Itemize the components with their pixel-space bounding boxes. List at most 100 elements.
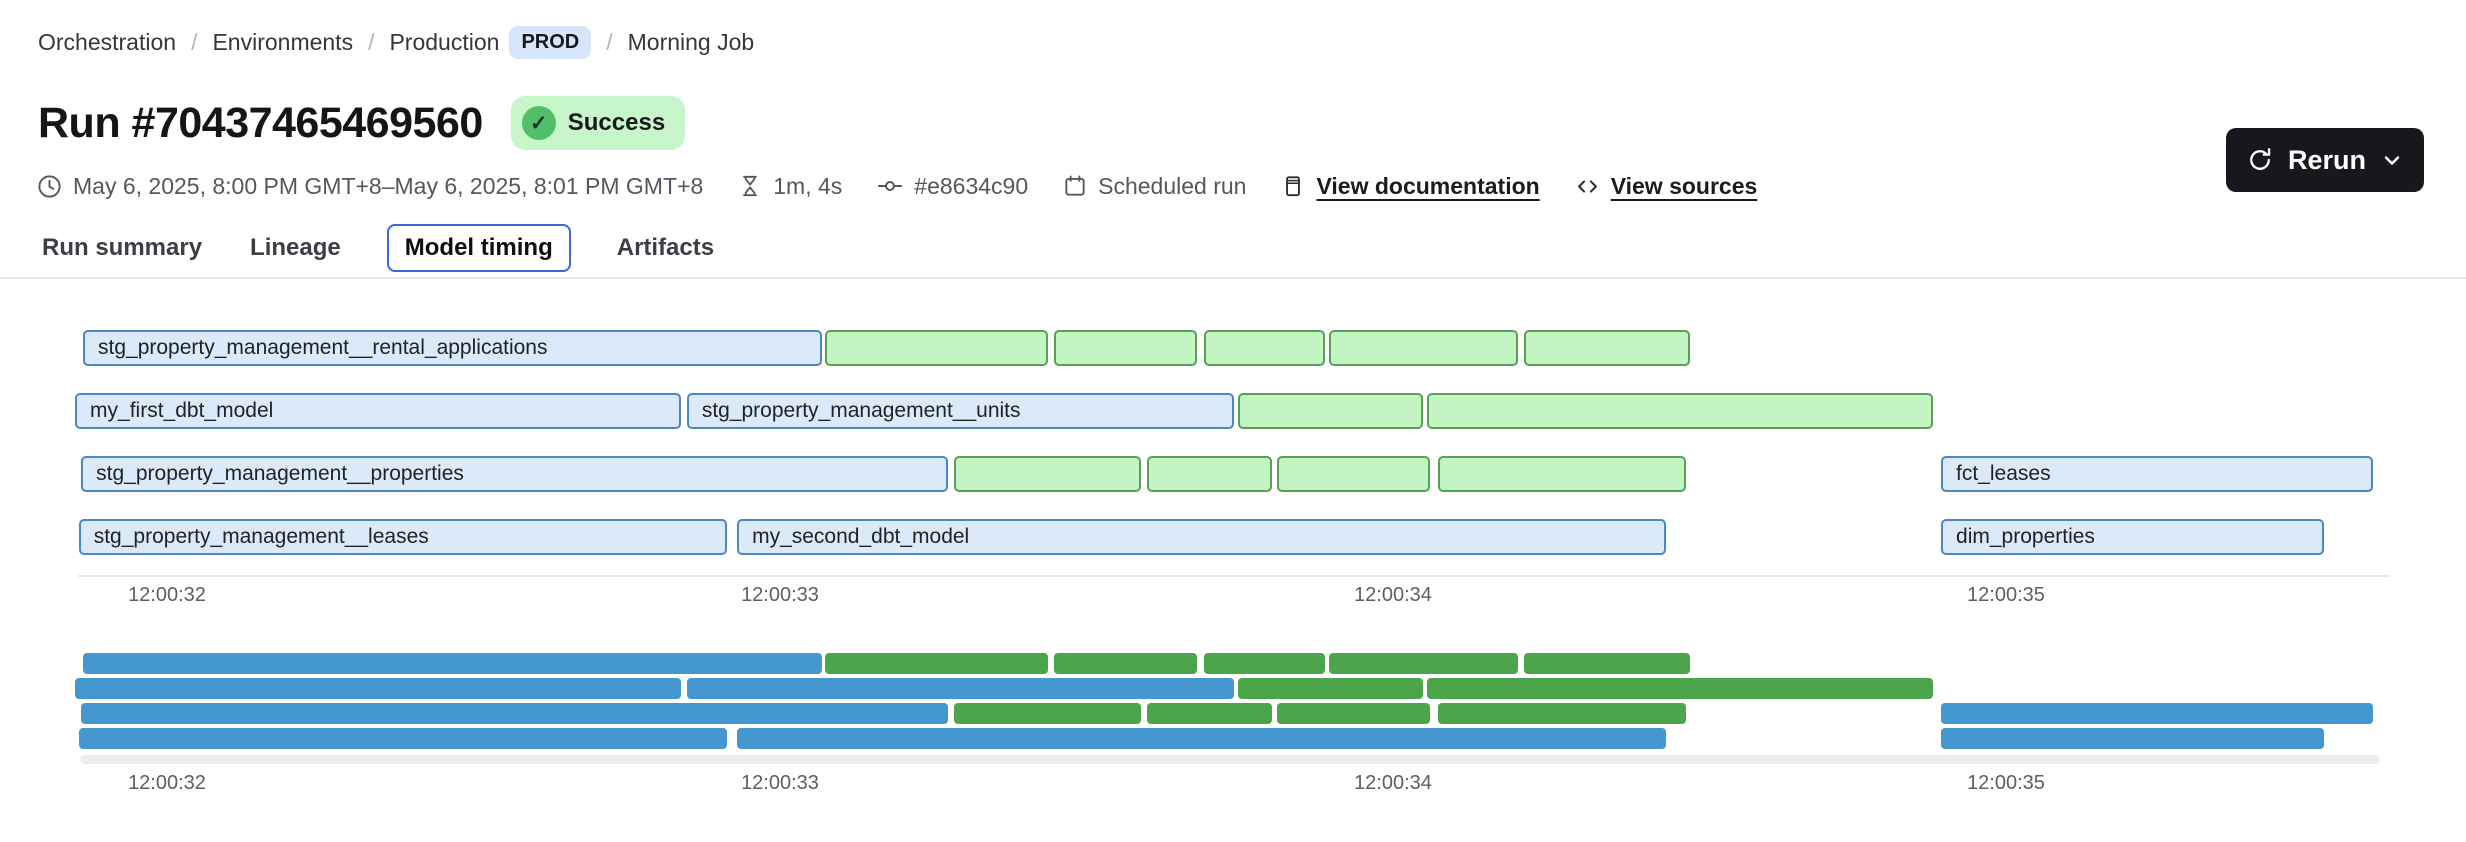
commit-icon (878, 181, 903, 191)
axis-tick-label: 12:00:34 (1354, 772, 1432, 794)
gantt-bar[interactable] (1524, 330, 1691, 366)
minimap-bar[interactable] (1437, 703, 1686, 724)
axis-tick-label: 12:00:35 (1967, 772, 2045, 794)
chevron-down-icon[interactable] (2380, 148, 2404, 172)
gantt-time-axis: 12:00:32 12:00:33 12:00:34 12:00:35 (0, 584, 2466, 610)
gantt-axis-line (78, 575, 2390, 577)
trigger-item: Scheduled run (1062, 173, 1246, 200)
code-icon (1577, 179, 1597, 193)
breadcrumb-orchestration[interactable]: Orchestration (38, 29, 177, 55)
sources-link-item[interactable]: View sources (1574, 172, 1758, 200)
tab-run-summary[interactable]: Run summary (42, 234, 203, 261)
documentation-link-item[interactable]: View documentation (1280, 172, 1540, 200)
time-range-text: May 6, 2025, 8:00 PM GMT+8–May 6, 2025, … (73, 172, 704, 199)
gantt-bar-fct_leases[interactable]: fct_leases (1941, 456, 2374, 492)
duration-text: 1m, 4s (773, 172, 843, 199)
axis-tick-label: 12:00:32 (128, 584, 206, 606)
minimap-bar-stg_property_management__leases[interactable] (78, 728, 728, 749)
view-documentation-link[interactable]: View documentation (1316, 172, 1540, 199)
gantt-bar-stg_property_management__properties[interactable]: stg_property_management__properties (81, 456, 948, 492)
rerun-button[interactable]: Rerun (2225, 128, 2424, 192)
status-badge: ✓ Success (510, 96, 686, 150)
axis-tick-label: 12:00:35 (1967, 584, 2045, 606)
minimap-bar[interactable] (1427, 678, 1934, 699)
breadcrumb-separator: / (191, 29, 198, 55)
gantt-bar[interactable] (1054, 330, 1197, 366)
calendar-icon (1065, 175, 1085, 196)
minimap-bar-my_first_dbt_model[interactable] (75, 678, 682, 699)
gantt-bar-label: my_second_dbt_model (752, 525, 970, 548)
commit-hash-text[interactable]: #e8634c90 (914, 172, 1029, 199)
clock-icon (38, 174, 61, 198)
minimap-bar[interactable] (954, 703, 1142, 724)
breadcrumb: Orchestration / Environments / Productio… (38, 26, 754, 59)
minimap-bar-stg_property_management__properties[interactable] (81, 703, 948, 724)
minimap-time-axis: 12:00:32 12:00:33 12:00:34 12:00:35 (0, 772, 2466, 798)
gantt-bar[interactable] (1204, 330, 1325, 366)
breadcrumb-environments[interactable]: Environments (212, 29, 354, 55)
breadcrumb-production[interactable]: Production (389, 29, 500, 55)
status-label: Success (567, 109, 666, 136)
minimap-bar[interactable] (1054, 653, 1197, 674)
axis-tick-label: 12:00:33 (741, 584, 819, 606)
minimap-bar[interactable] (1237, 678, 1424, 699)
minimap-bar[interactable] (824, 653, 1048, 674)
minimap-bar[interactable] (1524, 653, 1691, 674)
title-row: Run #70437465469560 ✓ Success (38, 96, 686, 150)
gantt-bar-stg_property_management__units[interactable]: stg_property_management__units (686, 393, 1235, 429)
commit-item: #e8634c90 (876, 172, 1028, 200)
axis-tick-label: 12:00:34 (1354, 584, 1432, 606)
rerun-label: Rerun (2287, 144, 2366, 175)
check-circle-icon: ✓ (521, 106, 556, 140)
page-title: Run #70437465469560 (38, 98, 483, 147)
gantt-bar-label: stg_property_management__properties (96, 462, 464, 485)
view-sources-link[interactable]: View sources (1610, 172, 1758, 199)
document-icon (1286, 176, 1301, 197)
gantt-bar-label: stg_property_management__units (701, 399, 1021, 422)
minimap-bar-stg_property_management__rental_applications[interactable] (83, 653, 822, 674)
gantt-bar[interactable] (1427, 393, 1934, 429)
gantt-bar[interactable] (824, 330, 1048, 366)
duration-item: 1m, 4s (737, 173, 842, 200)
gantt-bar[interactable] (1237, 393, 1424, 429)
minimap-bar-stg_property_management__units[interactable] (686, 678, 1235, 699)
gantt-minimap (0, 653, 2466, 753)
tab-bar: Run summary Lineage Model timing Artifac… (40, 224, 716, 272)
time-range-item: May 6, 2025, 8:00 PM GMT+8–May 6, 2025, … (36, 173, 703, 200)
minimap-bar-dim_properties[interactable] (1941, 728, 2325, 749)
gantt-bar[interactable] (1147, 456, 1273, 492)
tab-artifacts[interactable]: Artifacts (616, 234, 715, 261)
gantt-bar[interactable] (954, 456, 1142, 492)
tab-model-timing[interactable]: Model timing (386, 224, 571, 272)
gantt-bar[interactable] (1329, 330, 1519, 366)
gantt-bar[interactable] (1277, 456, 1431, 492)
gantt-bar[interactable] (1437, 456, 1686, 492)
trigger-text: Scheduled run (1098, 172, 1247, 199)
gantt-bar-stg_property_management__leases[interactable]: stg_property_management__leases (78, 519, 728, 555)
gantt-bar-my_first_dbt_model[interactable]: my_first_dbt_model (75, 393, 682, 429)
tab-lineage[interactable]: Lineage (250, 234, 341, 261)
tabs-divider (0, 277, 2466, 279)
breadcrumb-morning-job: Morning Job (627, 29, 755, 55)
minimap-brush-track[interactable] (80, 755, 2380, 764)
minimap-bar[interactable] (1329, 653, 1519, 674)
run-meta-row: May 6, 2025, 8:00 PM GMT+8–May 6, 2025, … (36, 172, 1757, 200)
gantt-bar-label: fct_leases (1956, 462, 2051, 485)
gantt-bar-label: stg_property_management__rental_applicat… (98, 336, 548, 359)
axis-tick-label: 12:00:32 (128, 772, 206, 794)
minimap-bar-fct_leases[interactable] (1941, 703, 2374, 724)
gantt-bar-label: stg_property_management__leases (93, 525, 429, 548)
environment-badge[interactable]: PROD (509, 26, 592, 59)
refresh-icon (2250, 148, 2271, 170)
minimap-bar[interactable] (1147, 703, 1273, 724)
minimap-bar[interactable] (1277, 703, 1431, 724)
minimap-bar[interactable] (1204, 653, 1325, 674)
gantt-bar-label: my_first_dbt_model (90, 399, 274, 422)
breadcrumb-separator: / (368, 29, 375, 55)
gantt-bar-my_second_dbt_model[interactable]: my_second_dbt_model (737, 519, 1666, 555)
gantt-bar-dim_properties[interactable]: dim_properties (1941, 519, 2325, 555)
gantt-bar-stg_property_management__rental_applications[interactable]: stg_property_management__rental_applicat… (83, 330, 822, 366)
axis-tick-label: 12:00:33 (741, 772, 819, 794)
minimap-bar-my_second_dbt_model[interactable] (737, 728, 1666, 749)
